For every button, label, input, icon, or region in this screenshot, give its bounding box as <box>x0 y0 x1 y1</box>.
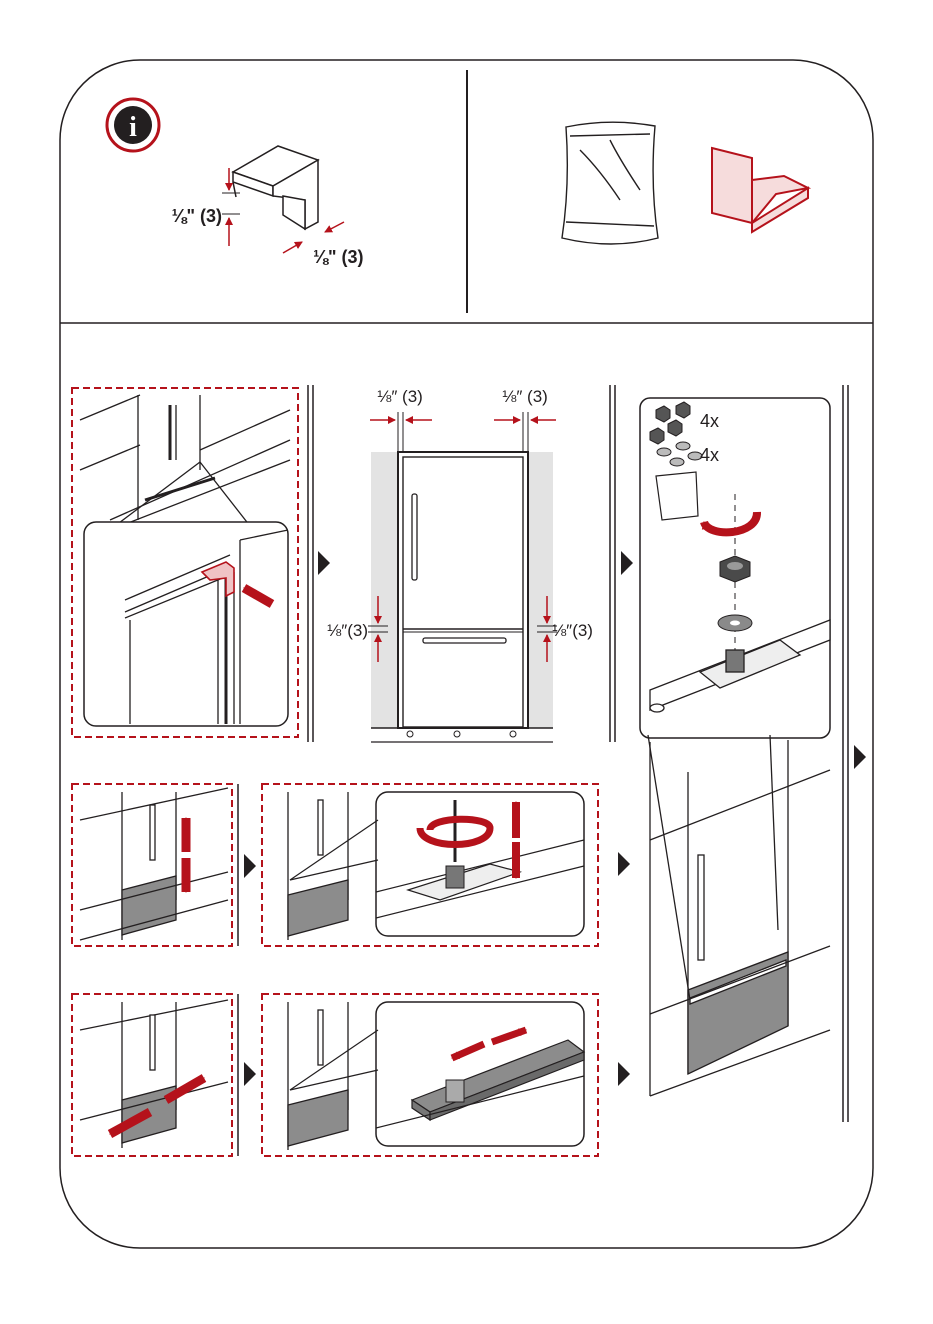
step-adjust-height-overview <box>72 784 232 946</box>
height-zoom-callout <box>376 792 584 936</box>
next-arrow-2 <box>621 551 633 575</box>
side-right-gap-label: ⅛″(3) <box>552 621 593 640</box>
step-separator-1 <box>308 385 313 742</box>
next-arrow-lateral-1 <box>244 1062 256 1086</box>
side-left-gap-label: ⅛″(3) <box>327 621 368 640</box>
refrigerator-outer <box>398 452 528 728</box>
next-arrow-lateral-2 <box>618 1062 630 1086</box>
nut-detail <box>720 556 750 582</box>
horizontal-gap-dimension: ⅛" (3) <box>283 222 364 267</box>
lower-door-handle <box>423 638 506 643</box>
next-arrow-height-1 <box>244 854 256 878</box>
parts-panel <box>562 122 808 244</box>
hardware-bag-small-icon <box>656 472 698 520</box>
vertical-gap-label: ⅛" (3) <box>171 206 222 226</box>
next-arrow-3 <box>854 745 866 769</box>
horizontal-gap-label: ⅛" (3) <box>313 247 364 267</box>
info-icon: i <box>107 99 159 151</box>
next-arrow-1 <box>318 551 330 575</box>
spacing-block-illustration <box>233 146 318 229</box>
bracket-icon <box>712 148 808 232</box>
next-arrow-height-2 <box>618 852 630 876</box>
step-adjust-lateral-detail <box>262 994 598 1156</box>
info-icon-glyph: i <box>129 112 137 143</box>
upper-door-handle <box>412 494 417 580</box>
step3-fasten-panel: 4x 4x <box>640 398 830 1096</box>
step-separator-3 <box>843 385 848 1122</box>
step1-install-brackets <box>72 388 298 737</box>
step-separator-2 <box>610 385 615 742</box>
nut-quantity: 4x <box>700 411 719 431</box>
step1-zoom-callout <box>84 522 288 726</box>
washer-quantity: 4x <box>700 445 719 465</box>
top-right-gap-label: ⅛″ (3) <box>502 387 548 406</box>
step2-gap-check: ⅛″ (3) ⅛″ (3) ⅛″(3) ⅛″(3) <box>327 387 593 742</box>
vertical-gap-dimension: ⅛" (3) <box>171 168 240 246</box>
step3-refrigerator-lower <box>648 735 830 1096</box>
right-recess <box>527 452 553 728</box>
step-adjust-lateral-overview <box>72 994 232 1156</box>
step-adjust-height-detail <box>262 784 598 946</box>
top-left-gap-label: ⅛″ (3) <box>377 387 423 406</box>
left-recess <box>371 452 401 728</box>
hardware-bag-icon <box>562 122 658 244</box>
info-panel: i ⅛" (3) ⅛" (3) <box>107 99 364 267</box>
